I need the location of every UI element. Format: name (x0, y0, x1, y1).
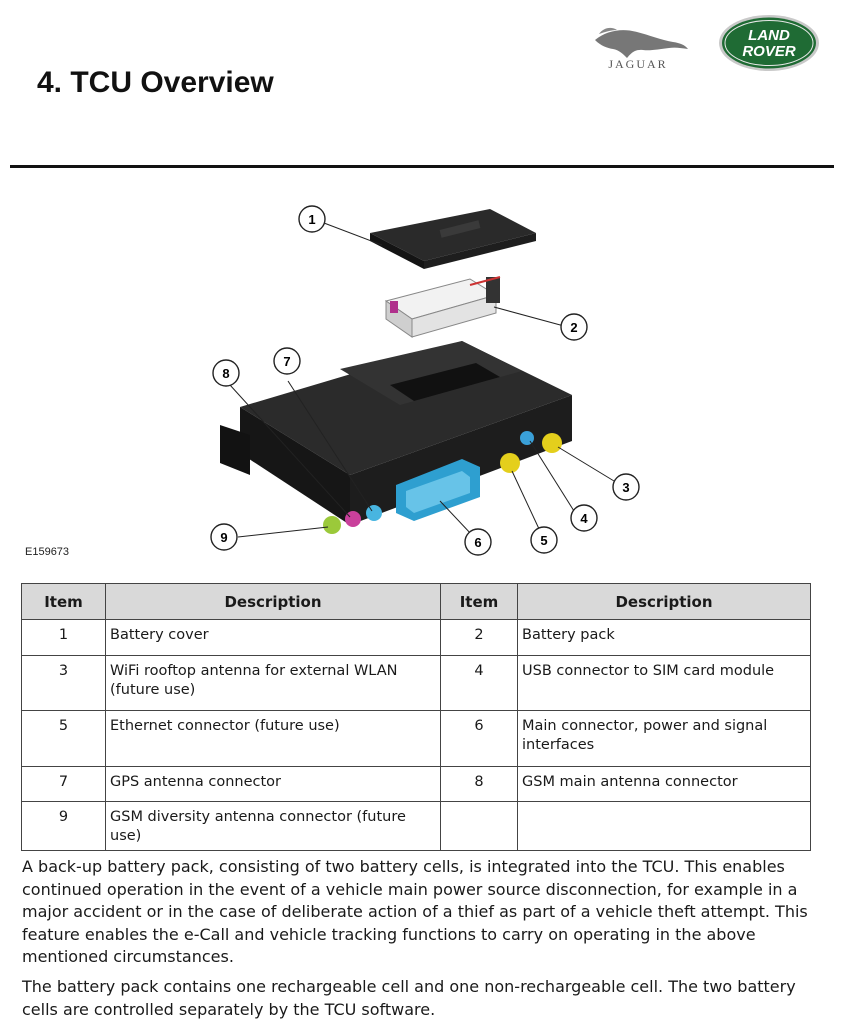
connector-gps (366, 505, 382, 521)
item-description: GSM diversity antenna connector (future … (105, 801, 441, 851)
parts-table: Item Description Item Description 1 Batt… (21, 583, 811, 851)
item-number: 1 (21, 619, 106, 656)
callout-1-label: 1 (308, 212, 315, 227)
connector-usb (520, 431, 534, 445)
item-description: Battery pack (517, 619, 811, 656)
header-description-a: Description (105, 583, 441, 620)
table-header-row: Item Description Item Description (21, 583, 811, 620)
table-row: 1 Battery cover 2 Battery pack (21, 619, 811, 656)
header-description-b: Description (517, 583, 811, 620)
jaguar-wordmark: JAGUAR (608, 57, 668, 71)
callout-5-label: 5 (540, 533, 547, 548)
callout-7: 7 (273, 347, 301, 375)
page-title: 4. TCU Overview (37, 66, 274, 99)
tcu-exploded-diagram: 1 2 3 4 5 6 7 8 9 (210, 205, 640, 556)
item-description: GSM main antenna connector (517, 766, 811, 802)
land-rover-text-1: LAND (748, 27, 790, 44)
connector-gsm-diversity (323, 516, 341, 534)
callout-9: 9 (210, 523, 238, 551)
callout-6-label: 6 (474, 535, 481, 550)
connector-gsm-main (345, 511, 361, 527)
callout-2-label: 2 (570, 320, 577, 335)
jaguar-logo (595, 27, 688, 58)
table-row: 9 GSM diversity antenna connector (futur… (21, 801, 811, 851)
item-number: 7 (21, 766, 106, 802)
callout-6: 6 (464, 528, 492, 556)
callout-3: 3 (612, 473, 640, 501)
land-rover-text-2: ROVER (742, 43, 796, 60)
figure-id: E159673 (25, 546, 70, 558)
item-number: 9 (21, 801, 106, 851)
callout-8: 8 (212, 359, 240, 387)
header-item-b: Item (440, 583, 518, 620)
item-description: Battery cover (105, 619, 441, 656)
item-description: WiFi rooftop antenna for external WLAN (… (105, 655, 441, 711)
connector-main (396, 459, 480, 521)
callout-7-label: 7 (283, 354, 290, 369)
callout-4: 4 (570, 504, 598, 532)
item-description: Ethernet connector (future use) (105, 710, 441, 767)
callout-4-label: 4 (580, 511, 588, 526)
table-row: 3 WiFi rooftop antenna for external WLAN… (21, 655, 811, 711)
header-divider (10, 165, 834, 168)
table-row: 5 Ethernet connector (future use) 6 Main… (21, 710, 811, 767)
body-paragraph-2: The battery pack contains one rechargeab… (22, 977, 796, 1019)
callout-5: 5 (530, 526, 558, 554)
item-number: 4 (440, 655, 518, 711)
item-number (440, 801, 518, 851)
callout-2: 2 (560, 313, 588, 341)
connector-wifi (542, 433, 562, 453)
item-number: 3 (21, 655, 106, 711)
item-description: USB connector to SIM card module (517, 655, 811, 711)
item-number: 5 (21, 710, 106, 767)
item-number: 8 (440, 766, 518, 802)
item-number: 2 (440, 619, 518, 656)
callout-9-label: 9 (220, 530, 227, 545)
item-number: 6 (440, 710, 518, 767)
body-paragraph-1: A back-up battery pack, consisting of tw… (22, 857, 808, 966)
leader-lines (229, 222, 615, 538)
battery-pack (384, 276, 501, 338)
land-rover-logo: LAND ROVER (719, 15, 819, 71)
callout-8-label: 8 (222, 366, 229, 381)
item-description: Main connector, power and signal interfa… (517, 710, 811, 767)
header-item-a: Item (21, 583, 106, 620)
connector-ethernet (500, 453, 520, 473)
callout-3-label: 3 (622, 480, 629, 495)
battery-cover (370, 209, 536, 269)
callout-1: 1 (298, 205, 326, 233)
table-row: 7 GPS antenna connector 8 GSM main anten… (21, 766, 811, 802)
item-description (517, 801, 811, 851)
item-description: GPS antenna connector (105, 766, 441, 802)
